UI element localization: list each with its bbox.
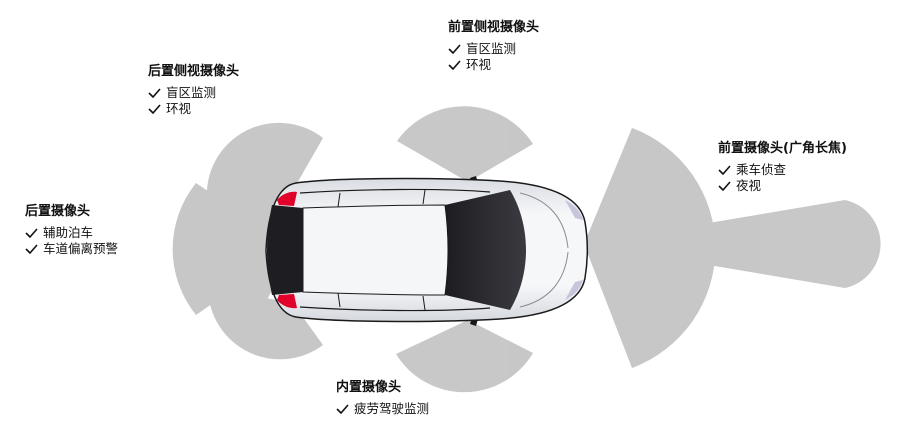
right-tail-light xyxy=(277,294,297,309)
feature-label: 环视 xyxy=(466,57,492,72)
feature-label: 夜视 xyxy=(736,178,762,193)
rear-window xyxy=(267,205,303,295)
check-icon xyxy=(448,60,461,70)
list-item: 乘车侦查 xyxy=(718,162,847,178)
interior-camera-title: 内置摄像头 xyxy=(336,380,402,395)
feature-label: 盲区监测 xyxy=(466,41,517,56)
feature-label: 辅助泊车 xyxy=(43,225,94,240)
check-icon xyxy=(25,244,38,254)
front-long-coverage xyxy=(584,200,881,288)
list-item: 环视 xyxy=(448,57,539,73)
front-side-camera-label: 前置侧视摄像头 盲区监测 环视 xyxy=(448,20,539,73)
front-side-camera-title: 前置侧视摄像头 xyxy=(448,20,540,35)
check-icon xyxy=(448,44,461,54)
interior-camera-label: 内置摄像头 疲劳驾驶监测 xyxy=(336,380,429,417)
left-tail-light xyxy=(277,191,297,206)
front-camera-label: 前置摄像头(广角长焦) 乘车侦查 夜视 xyxy=(718,141,847,194)
roof xyxy=(302,204,449,296)
feature-label: 环视 xyxy=(166,101,192,116)
windshield xyxy=(445,190,526,310)
list-item: 夜视 xyxy=(718,178,847,194)
check-icon xyxy=(336,404,349,414)
list-item: 环视 xyxy=(148,101,239,117)
check-icon xyxy=(718,181,731,191)
list-item: 盲区监测 xyxy=(148,85,239,101)
check-icon xyxy=(148,88,161,98)
left-headlight xyxy=(565,200,583,220)
car-top-view xyxy=(265,176,588,326)
check-icon xyxy=(148,104,161,114)
rear-side-camera-label: 后置侧视摄像头 盲区监测 环视 xyxy=(148,64,239,117)
list-item: 盲区监测 xyxy=(448,41,539,57)
front-side-bottom-coverage xyxy=(396,320,533,393)
front-camera-title: 前置摄像头(广角长焦) xyxy=(718,141,847,156)
list-item: 辅助泊车 xyxy=(25,225,118,241)
feature-label: 盲区监测 xyxy=(166,85,217,100)
list-item: 疲劳驾驶监测 xyxy=(336,401,429,417)
rear-camera-label: 后置摄像头 辅助泊车 车道偏离预警 xyxy=(25,204,118,257)
right-headlight xyxy=(565,280,583,300)
feature-label: 车道偏离预警 xyxy=(43,241,119,256)
check-icon xyxy=(25,228,38,238)
feature-label: 疲劳驾驶监测 xyxy=(354,401,430,416)
rear-camera-title: 后置摄像头 xyxy=(25,204,91,219)
rear-side-camera-title: 后置侧视摄像头 xyxy=(148,64,240,79)
feature-label: 乘车侦查 xyxy=(736,162,787,177)
front-side-top-coverage xyxy=(397,106,533,182)
list-item: 车道偏离预警 xyxy=(25,241,118,257)
rear-wide-coverage xyxy=(202,165,292,334)
check-icon xyxy=(718,165,731,175)
